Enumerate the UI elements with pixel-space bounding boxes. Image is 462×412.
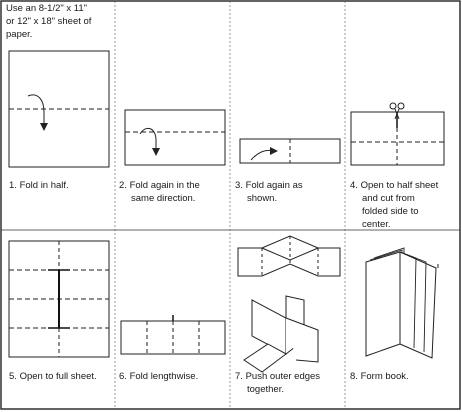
step-2-caption: 2. Fold again in the same direction. [119,179,229,205]
scissors-icon [389,102,405,120]
intro-line-3: paper. [6,29,33,40]
intro-text: Use an 8-1/2" x 11" or 12" x 18" sheet o… [6,2,110,41]
step-6-caption: 6. Fold lengthwise. [119,370,229,383]
step-number: 1. [9,180,17,191]
step-text: Form book. [360,371,409,382]
step-text: together. [247,384,284,395]
step-text: folded side to [362,206,419,217]
step-3-caption: 3. Fold again as shown. [235,179,343,205]
step-text: same direction. [131,193,196,204]
step-3-diagram [239,138,341,164]
step-7-diagram [237,235,341,373]
step-number: 4. [350,180,358,191]
step-number: 2. [119,180,127,191]
step-text: and cut from [362,193,415,204]
step-4-diagram [350,102,445,166]
step-1-caption: 1. Fold in half. [9,179,113,192]
step-text: Fold lengthwise. [129,371,199,382]
step-text: Open to full sheet. [19,371,97,382]
step-2-diagram [124,109,226,166]
step-4-caption: 4. Open to half sheet and cut from folde… [350,179,458,231]
step-8-diagram [365,247,439,359]
step-number: 3. [235,180,243,191]
step-number: 7. [235,371,243,382]
step-1-diagram [8,50,110,168]
step-text: Push outer edges [245,371,321,382]
intro-line-1: Use an 8-1/2" x 11" [6,3,88,14]
step-text: Open to half sheet [360,180,439,191]
step-number: 8. [350,371,358,382]
step-text: Fold again as [245,180,303,191]
step-5-caption: 5. Open to full sheet. [9,370,113,383]
step-number: 6. [119,371,127,382]
step-number: 5. [9,371,17,382]
step-text: Fold in half. [19,180,69,191]
intro-line-2: or 12" x 18" sheet of [6,16,92,27]
step-5-diagram [8,240,110,358]
step-text: shown. [247,193,278,204]
step-text: center. [362,219,391,230]
step-text: Fold again in the [129,180,200,191]
step-6-diagram [120,315,226,355]
step-7-caption: 7. Push outer edges together. [235,370,343,396]
step-8-caption: 8. Form book. [350,370,458,383]
